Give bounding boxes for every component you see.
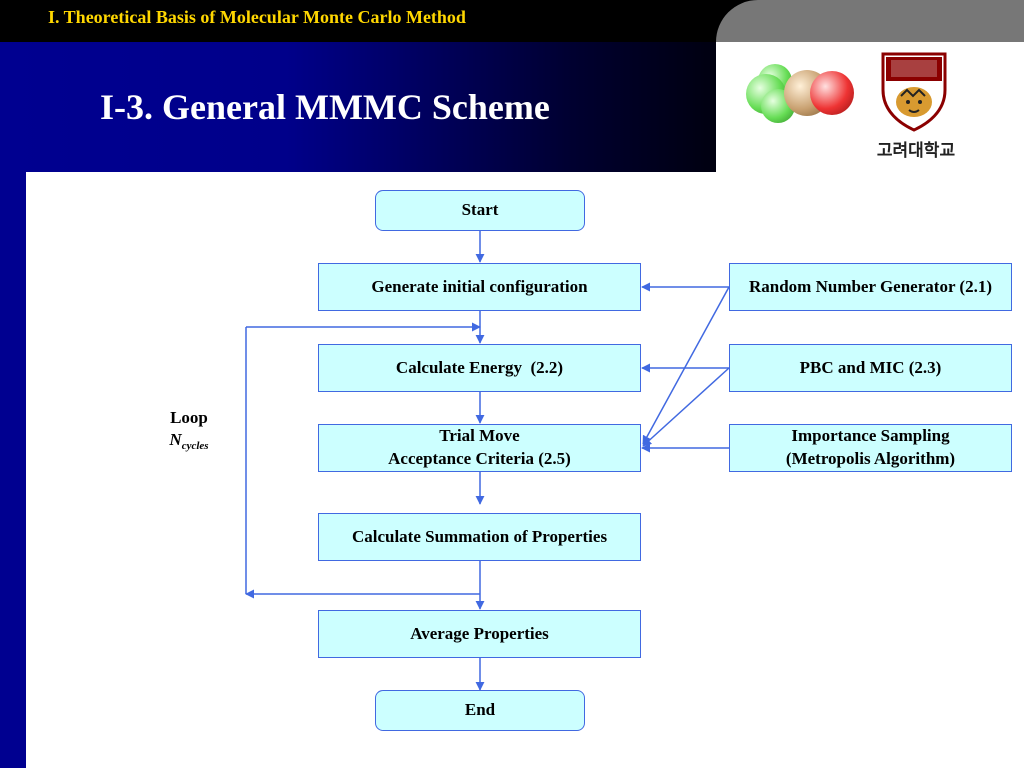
molecule-atom-red-icon <box>810 71 854 115</box>
logo-area <box>716 42 1024 172</box>
header-band <box>0 42 716 172</box>
start-box: Start <box>375 190 585 231</box>
trial-move-label: Trial Move <box>439 426 520 446</box>
summation-box: Calculate Summation of Properties <box>318 513 641 561</box>
average-properties-box: Average Properties <box>318 610 641 658</box>
loop-variable: N <box>169 430 182 449</box>
trial-move-box: Trial Move Acceptance Criteria (2.5) <box>318 424 641 472</box>
metropolis-label: (Metropolis Algorithm) <box>785 449 956 468</box>
acceptance-criteria-label: Acceptance Criteria (2.5) <box>388 449 571 468</box>
university-crest-icon <box>881 52 947 132</box>
importance-sampling-label: Importance Sampling <box>791 426 950 446</box>
loop-label: Loop Ncycles <box>150 407 228 457</box>
university-name: 고려대학교 <box>876 141 956 161</box>
loop-text: Loop <box>170 408 208 427</box>
slide-title: I-3. General MMMC Scheme <box>100 87 550 127</box>
end-box: End <box>375 690 585 731</box>
importance-sampling-box: Importance Sampling (Metropolis Algorith… <box>729 424 1012 472</box>
rng-box: Random Number Generator (2.1) <box>729 263 1012 311</box>
pbc-box: PBC and MIC (2.3) <box>729 344 1012 392</box>
loop-subscript: cycles <box>181 440 209 452</box>
section-title: I. Theoretical Basis of Molecular Monte … <box>48 7 466 27</box>
arrow-pbc-to-trial <box>642 367 730 447</box>
calculate-energy-box: Calculate Energy (2.2) <box>318 344 641 392</box>
generate-configuration-box: Generate initial configuration <box>318 263 641 311</box>
arrow-rng-to-trial <box>642 286 730 445</box>
left-side-bar <box>0 172 26 768</box>
top-bar: I. Theoretical Basis of Molecular Monte … <box>0 0 1024 42</box>
top-bar-tab <box>716 0 1024 42</box>
loop-count: Ncycles <box>150 429 228 457</box>
